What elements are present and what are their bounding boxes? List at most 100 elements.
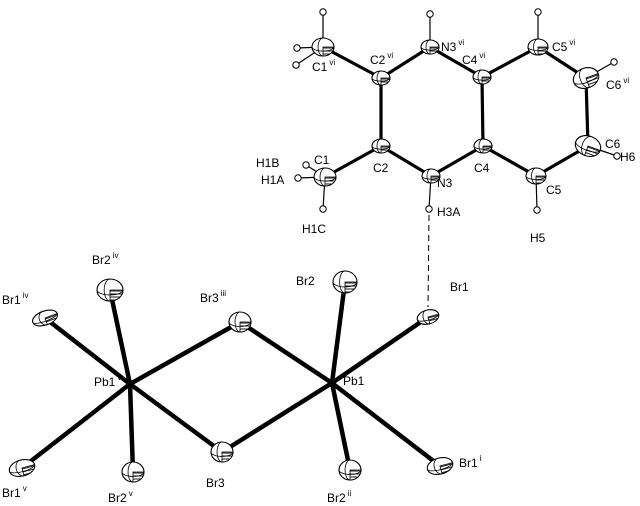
atom-label-symmetry-code: vi (458, 38, 464, 47)
hydrogen-bond-H3A-Br1 (427, 214, 430, 308)
atom-label-C1: C1 (314, 153, 330, 167)
atom-label-name: C2 (370, 53, 386, 67)
hydrogen-atom (425, 205, 433, 213)
ellipsoid-octant (535, 175, 547, 185)
atom-Br2 (332, 270, 358, 294)
bond-Pb1v-Br3iii (127, 319, 243, 387)
ellipsoid-principal-ellipse (338, 469, 362, 475)
bond-C5-C4 (481, 144, 538, 178)
ellipsoid-principal-ellipse (433, 457, 443, 475)
hydrogen-atom (294, 174, 302, 182)
ellipsoid-principal-ellipse (234, 311, 241, 333)
atom-label-symmetry-code: v (117, 373, 121, 382)
atom-label-name: Br2 (108, 491, 127, 505)
bond-C4vi-C5vi (480, 45, 540, 79)
atom-N3 (421, 168, 441, 184)
ellipsoid-principal-ellipse (531, 167, 537, 185)
atom-label-name: Br2 (327, 491, 346, 505)
atom-C2vi (371, 70, 391, 86)
atom-C6 (574, 135, 602, 157)
atom-C5vi (527, 38, 549, 56)
ellipsoid-principal-ellipse (422, 309, 430, 325)
ellipsoid-principal-ellipse (319, 167, 326, 187)
ellipsoid-principal-ellipse (473, 145, 493, 150)
atom-H6vi (610, 58, 618, 66)
ellipsoid-principal-ellipse (477, 69, 483, 85)
bond-C4-N3 (429, 144, 485, 178)
atom-label-name: C5 (546, 183, 562, 197)
bond-Pb1v-Br2v (127, 381, 136, 475)
atom-Br1 (416, 309, 440, 325)
atom-C1vi (311, 37, 335, 57)
bond-Pb1-Br3iii (237, 319, 335, 386)
atom-label-name: N3 (437, 176, 453, 190)
ellipsoid-principal-ellipse (416, 314, 440, 322)
atom-label-name: C5 (552, 40, 568, 54)
atom-H1vi_c (319, 8, 327, 16)
atom-label-C6: C6 (605, 137, 621, 151)
atom-label-name: Br3 (200, 291, 219, 305)
atom-H1vi_b (292, 61, 300, 69)
atom-label-name: Br1 (450, 280, 469, 294)
atom-Br2v (121, 461, 145, 483)
atom-label-name: Br1 (2, 293, 21, 307)
ellipsoid-principal-ellipse (376, 138, 382, 154)
atom-Br1v (8, 459, 36, 477)
atom-C1 (313, 167, 337, 187)
bond-Pb1-Br2ii (329, 380, 353, 473)
ellipsoid-principal-ellipse (425, 39, 431, 55)
atom-label-Br2: Br2 (296, 274, 315, 288)
ellipsoid-principal-ellipse (478, 138, 484, 154)
atom-label-symmetry-code: vi (623, 76, 629, 85)
atom-Br3 (210, 441, 234, 463)
atom-H1A (294, 174, 302, 182)
atom-layer (8, 8, 621, 483)
bond-C6vi-C6 (584, 76, 590, 148)
hydrogen-atom (319, 8, 327, 16)
ellipsoid-principal-ellipse (216, 441, 223, 463)
hydrogen-atom (319, 205, 327, 213)
ellipsoid-principal-ellipse (121, 471, 145, 477)
ellipsoid-principal-ellipse (38, 311, 48, 326)
ellipsoid-octant (109, 289, 124, 302)
atom-label-name: Pb1 (94, 375, 116, 389)
ellipsoid-principal-ellipse (581, 136, 592, 156)
pb-atom-dot (328, 379, 336, 387)
atom-label-symmetry-code: vi (329, 58, 335, 67)
atom-label-C5: C5 (546, 183, 562, 197)
ellipsoid-principal-ellipse (426, 168, 432, 184)
bond-C2vi-N3vi (379, 45, 432, 80)
atom-label-name: Br2 (296, 274, 315, 288)
atom-H1C (319, 205, 327, 213)
atom-label-Br3: Br3 (206, 476, 225, 490)
atom-label-name: Br1 (2, 486, 21, 500)
atom-label-H1C: H1C (302, 222, 326, 236)
ellipsoid-principal-ellipse (9, 464, 35, 474)
ellipsoid-principal-ellipse (371, 77, 391, 82)
ellipsoid-principal-ellipse (332, 281, 358, 288)
ellipsoid-principal-ellipse (376, 70, 382, 86)
atom-label-symmetry-code: vi (569, 38, 575, 47)
atom-label-symmetry-code: iv (23, 291, 29, 300)
atom-label-name: C4 (474, 161, 490, 175)
ellipsoid-principal-ellipse (32, 313, 58, 324)
ellipsoid-principal-ellipse (575, 141, 601, 153)
bond-Pb1-Br1i (329, 380, 443, 469)
ellipsoid-principal-ellipse (15, 459, 25, 477)
ellipsoid-principal-ellipse (228, 321, 252, 327)
atom-label-H1B: H1B (256, 156, 279, 170)
ellipsoid-octant (324, 176, 337, 187)
atom-Br1iv (32, 309, 58, 327)
atom-label-name: C1 (312, 60, 328, 74)
bond-N3-C2 (379, 144, 433, 178)
atom-H5vi (534, 8, 542, 16)
atom-Br1i (426, 457, 454, 475)
atom-label-Br1: Br1 (450, 280, 469, 294)
atom-label-H3A: H3A (437, 205, 460, 219)
